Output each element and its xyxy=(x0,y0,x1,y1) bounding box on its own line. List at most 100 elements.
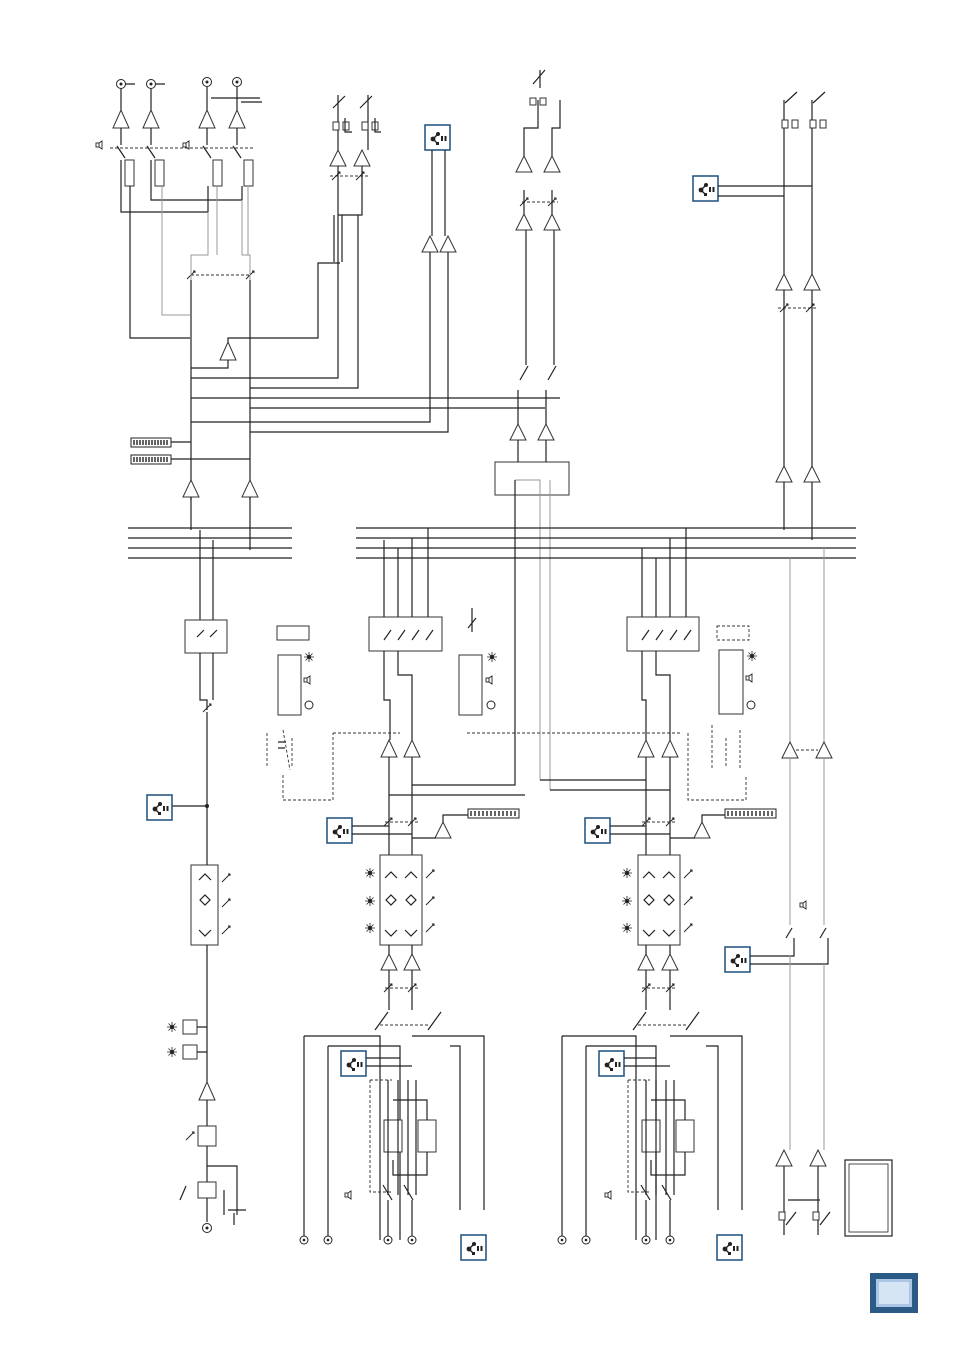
usb-icon xyxy=(147,795,172,820)
tape-level-pot xyxy=(806,304,814,312)
led-sun-icon xyxy=(622,868,632,878)
aux-amp xyxy=(544,214,560,230)
page-number-tab xyxy=(870,1273,918,1313)
eq-knob xyxy=(222,899,230,907)
eq-knob xyxy=(426,897,434,905)
output-amp xyxy=(113,110,129,128)
eq-knob xyxy=(426,924,434,932)
stereo-channel-1 xyxy=(267,480,682,1260)
routing-switches xyxy=(185,620,227,653)
channel-amp xyxy=(404,740,420,757)
mute-solo-block xyxy=(719,650,743,714)
output-amp xyxy=(199,110,215,128)
gain-block xyxy=(198,1126,216,1146)
input-jack xyxy=(324,1236,332,1244)
return-amp xyxy=(816,742,832,758)
output-amp xyxy=(143,110,159,128)
input-jack xyxy=(666,1236,674,1244)
return-amp xyxy=(776,466,792,482)
tape-return-amp xyxy=(804,274,820,290)
tape-return-amp xyxy=(776,274,792,290)
mute-solo-block xyxy=(278,655,301,715)
speaker-icon xyxy=(605,1191,611,1199)
aux-send-amp xyxy=(516,156,532,172)
led-sun-icon xyxy=(747,651,757,661)
xlr-output-jack xyxy=(203,78,212,87)
meter-amp xyxy=(435,822,451,838)
input-amp xyxy=(810,1150,826,1166)
input-jack xyxy=(558,1236,566,1244)
usb-icon xyxy=(693,176,718,201)
eq-knob xyxy=(222,926,230,934)
input-amp xyxy=(776,1150,792,1166)
gain-knob xyxy=(186,1132,194,1140)
rca-output-jack xyxy=(117,80,126,89)
routing-switches xyxy=(369,617,442,651)
aux-send-amp xyxy=(544,156,560,172)
compressor-switch xyxy=(183,1045,197,1059)
output-amp xyxy=(229,110,245,128)
meter-amp xyxy=(694,822,710,838)
input-amp xyxy=(662,954,678,970)
main-mix-amp xyxy=(242,480,258,497)
input-amp xyxy=(404,954,420,970)
channel-amp xyxy=(638,740,654,757)
eq-knob xyxy=(684,924,692,932)
amp-block xyxy=(676,1120,694,1152)
led-sun-icon xyxy=(622,923,632,933)
eq-knob xyxy=(426,870,434,878)
speaker-icon xyxy=(746,674,752,682)
aux-amp xyxy=(538,424,554,440)
usb-icon xyxy=(599,1051,624,1076)
mono-sum-amp xyxy=(220,342,236,360)
led-sun-icon xyxy=(167,1047,177,1057)
phantom-power-block xyxy=(198,1182,216,1198)
input-jack xyxy=(300,1236,308,1244)
rca-output-jack xyxy=(147,80,156,89)
channel-amp xyxy=(662,740,678,757)
amp-block xyxy=(642,1120,660,1152)
led-sun-icon xyxy=(622,896,632,906)
aux-amp xyxy=(516,214,532,230)
usb-icon xyxy=(327,818,352,843)
mix-bus-lines xyxy=(128,528,856,558)
page-frame xyxy=(845,1160,892,1236)
input-jack xyxy=(642,1236,650,1244)
stereo-return-block xyxy=(495,462,569,495)
usb-icon xyxy=(341,1051,366,1076)
stereo-channel-2 xyxy=(540,528,776,1260)
input-jack xyxy=(582,1236,590,1244)
usb-icon xyxy=(425,125,450,150)
input-amp xyxy=(381,954,397,970)
resistor xyxy=(155,160,164,186)
led-sun-icon xyxy=(487,652,497,662)
xlr-output-jack xyxy=(233,78,242,87)
resistor xyxy=(244,160,253,186)
xlr-input-jack xyxy=(203,1224,212,1233)
return-amp xyxy=(804,466,820,482)
led-meter-icon xyxy=(468,809,519,818)
usb-icon xyxy=(725,947,750,972)
led-sun-icon xyxy=(365,896,375,906)
led-meter-icon xyxy=(725,809,776,818)
return-amp xyxy=(782,742,798,758)
amp-block xyxy=(418,1120,436,1152)
phones-level-pot xyxy=(332,172,340,180)
low-cut-switch xyxy=(183,1020,197,1034)
usb-icon xyxy=(585,818,610,843)
headphone-amp xyxy=(330,150,346,166)
eq-knob xyxy=(222,874,230,882)
input-jack xyxy=(408,1236,416,1244)
speaker-icon xyxy=(304,676,310,684)
mic-preamp xyxy=(199,1082,215,1100)
eq-knob xyxy=(684,897,692,905)
amp-block xyxy=(384,1120,402,1152)
led-sun-icon xyxy=(167,1022,177,1032)
usb-return-amp xyxy=(440,236,456,252)
led-sun-icon xyxy=(365,923,375,933)
resistor xyxy=(125,160,134,186)
led-sun-icon xyxy=(304,652,314,662)
mute-solo-block xyxy=(459,655,482,715)
led-meter-icon xyxy=(131,438,171,447)
